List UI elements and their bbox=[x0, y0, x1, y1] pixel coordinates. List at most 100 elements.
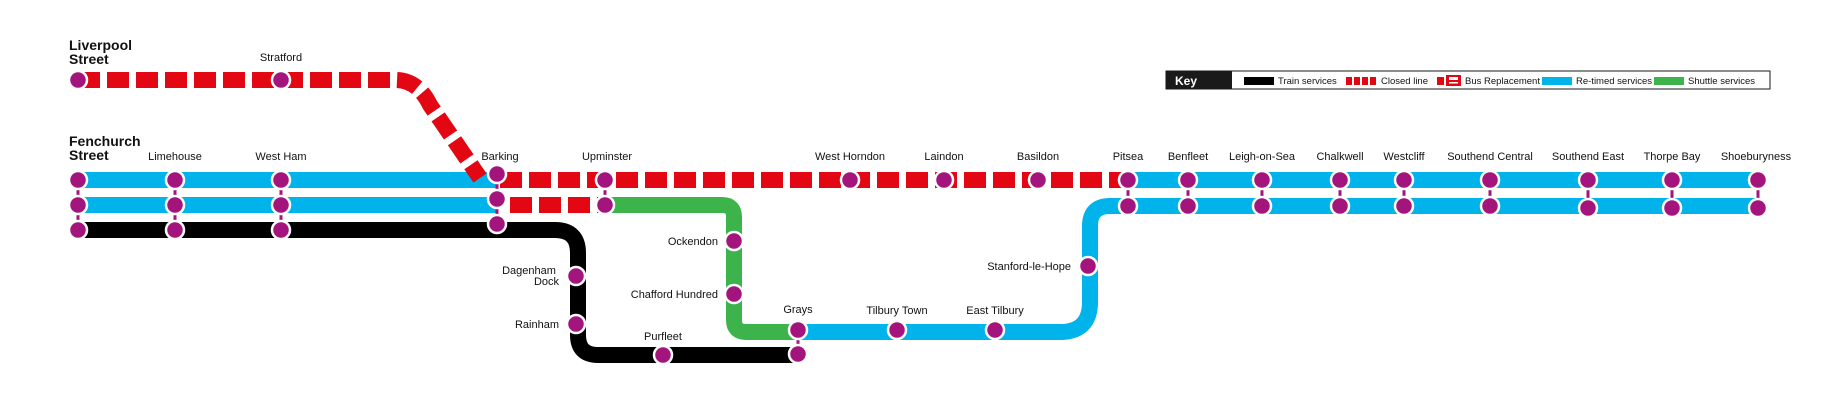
terminal-label-liverpool-line-1: Liverpool bbox=[69, 37, 132, 53]
station-dot-fenchurch-upper[interactable] bbox=[67, 169, 89, 191]
station-label-laindon: Laindon bbox=[924, 151, 963, 163]
terminal-label-fenchurch-street: Fenchurch Street bbox=[69, 133, 144, 163]
station-dot-upminster-lower[interactable] bbox=[594, 194, 616, 216]
shuttle-line-upminster-grays bbox=[605, 197, 798, 340]
station-dot-east-tilbury[interactable] bbox=[984, 319, 1006, 341]
terminal-label-liverpool-line-2: Street bbox=[69, 51, 109, 67]
station-dot-west-ham-mid[interactable] bbox=[270, 194, 292, 216]
station-dot-west-ham-upper[interactable] bbox=[270, 169, 292, 191]
station-dot-grays-upper[interactable] bbox=[787, 319, 809, 341]
station-label-shoeburyness: Shoeburyness bbox=[1721, 151, 1792, 163]
station-dot-leigh-on-sea-upper[interactable] bbox=[1251, 169, 1273, 191]
station-label-purfleet: Purfleet bbox=[644, 331, 682, 343]
station-label-stratford: Stratford bbox=[260, 52, 302, 64]
station-dot-shoeburyness-upper[interactable] bbox=[1747, 169, 1769, 191]
station-label-benfleet: Benfleet bbox=[1168, 151, 1208, 163]
station-dot-chalkwell-lower[interactable] bbox=[1329, 195, 1351, 217]
station-dot-grays-lower[interactable] bbox=[787, 343, 809, 365]
station-label-west-ham: West Ham bbox=[255, 151, 306, 163]
station-dot-benfleet-upper[interactable] bbox=[1177, 169, 1199, 191]
station-label-barking: Barking bbox=[481, 151, 518, 163]
retimed-line-grays-shoeburyness-lower bbox=[798, 198, 1760, 340]
station-dot-pitsea-upper[interactable] bbox=[1117, 169, 1139, 191]
station-dot-purfleet[interactable] bbox=[652, 344, 674, 366]
station-dot-ockendon[interactable] bbox=[723, 230, 745, 252]
station-dot-liverpool-street[interactable] bbox=[67, 69, 89, 91]
station-dot-barking-lower[interactable] bbox=[486, 213, 508, 235]
station-dot-west-ham-lower[interactable] bbox=[270, 219, 292, 241]
station-dot-fenchurch-mid[interactable] bbox=[67, 194, 89, 216]
station-label-southend-central: Southend Central bbox=[1447, 151, 1533, 163]
station-dot-west-horndon[interactable] bbox=[839, 169, 861, 191]
key-label-retimed: Re-timed services bbox=[1576, 76, 1652, 87]
station-dot-laindon[interactable] bbox=[933, 169, 955, 191]
station-label-east-tilbury: East Tilbury bbox=[966, 305, 1024, 317]
map-key: Key Train services Closed line Bus Repla… bbox=[1165, 70, 1771, 90]
key-label-closed: Closed line bbox=[1381, 76, 1428, 87]
key-label-bus: Bus Replacement bbox=[1465, 76, 1540, 87]
station-label-limehouse: Limehouse bbox=[148, 151, 202, 163]
terminal-label-fenchurch-line-1: Fenchurch bbox=[69, 133, 141, 149]
station-dot-stanford-le-hope[interactable] bbox=[1077, 255, 1099, 277]
station-dot-pitsea-lower[interactable] bbox=[1117, 195, 1139, 217]
station-dot-chafford-hundred[interactable] bbox=[723, 283, 745, 305]
station-label-thorpe-bay: Thorpe Bay bbox=[1644, 151, 1701, 163]
station-dot-thorpe-bay-lower[interactable] bbox=[1661, 197, 1683, 219]
station-dot-basildon[interactable] bbox=[1027, 169, 1049, 191]
station-dot-thorpe-bay-upper[interactable] bbox=[1661, 169, 1683, 191]
terminal-label-liverpool-street: Liverpool Street bbox=[69, 37, 136, 67]
station-label-chafford-hundred: Chafford Hundred bbox=[631, 289, 718, 301]
station-label-leigh-on-sea: Leigh-on-Sea bbox=[1229, 151, 1296, 163]
station-dot-tilbury-town[interactable] bbox=[886, 319, 908, 341]
station-dot-southend-central-upper[interactable] bbox=[1479, 169, 1501, 191]
station-label-stanford-le-hope: Stanford-le-Hope bbox=[987, 261, 1071, 273]
terminal-label-fenchurch-line-2: Street bbox=[69, 147, 109, 163]
key-header bbox=[1166, 71, 1232, 89]
station-dot-southend-central-lower[interactable] bbox=[1479, 195, 1501, 217]
key-label-train: Train services bbox=[1278, 76, 1337, 87]
station-label-grays: Grays bbox=[783, 304, 813, 316]
train-line-fenchurch-grays bbox=[78, 222, 798, 363]
key-label-shuttle: Shuttle services bbox=[1688, 76, 1755, 87]
station-dot-barking-mid[interactable] bbox=[486, 188, 508, 210]
station-label-ockendon: Ockendon bbox=[668, 236, 718, 248]
station-dot-fenchurch-lower[interactable] bbox=[67, 219, 89, 241]
station-label-dagenham-dock: Dagenham Dock bbox=[502, 265, 559, 288]
station-label-west-horndon: West Horndon bbox=[815, 151, 885, 163]
station-dot-limehouse-mid[interactable] bbox=[164, 194, 186, 216]
key-swatch-closed bbox=[1346, 77, 1376, 85]
station-dot-stratford[interactable] bbox=[270, 69, 292, 91]
station-dot-dagenham-dock[interactable] bbox=[565, 265, 587, 287]
station-label-dagenham-line-1: Dagenham bbox=[502, 265, 556, 277]
station-dot-chalkwell-upper[interactable] bbox=[1329, 169, 1351, 191]
station-label-westcliff: Westcliff bbox=[1383, 151, 1425, 163]
closed-line-liverpool-barking bbox=[78, 72, 487, 183]
station-dot-benfleet-lower[interactable] bbox=[1177, 195, 1199, 217]
station-dot-leigh-on-sea-lower[interactable] bbox=[1251, 195, 1273, 217]
station-dot-rainham[interactable] bbox=[565, 313, 587, 335]
station-markers bbox=[67, 69, 1769, 366]
station-dot-southend-east-lower[interactable] bbox=[1577, 197, 1599, 219]
key-swatch-retimed bbox=[1542, 77, 1572, 85]
station-label-chalkwell: Chalkwell bbox=[1316, 151, 1363, 163]
station-dot-limehouse-lower[interactable] bbox=[164, 219, 186, 241]
station-label-southend-east: Southend East bbox=[1552, 151, 1624, 163]
key-swatch-bus bbox=[1437, 75, 1461, 86]
station-dot-upminster-upper[interactable] bbox=[594, 169, 616, 191]
key-swatch-shuttle bbox=[1654, 77, 1684, 85]
station-label-tilbury-town: Tilbury Town bbox=[866, 305, 927, 317]
station-label-basildon: Basildon bbox=[1017, 151, 1059, 163]
station-dot-barking-upper[interactable] bbox=[486, 163, 508, 185]
station-label-dagenham-line-2: Dock bbox=[534, 276, 560, 288]
station-label-pitsea: Pitsea bbox=[1113, 151, 1144, 163]
station-dot-southend-east-upper[interactable] bbox=[1577, 169, 1599, 191]
station-dot-westcliff-upper[interactable] bbox=[1393, 169, 1415, 191]
station-dot-limehouse-upper[interactable] bbox=[164, 169, 186, 191]
key-swatch-train bbox=[1244, 77, 1274, 85]
station-label-rainham: Rainham bbox=[515, 319, 559, 331]
station-dot-shoeburyness-lower[interactable] bbox=[1747, 197, 1769, 219]
key-title: Key bbox=[1175, 74, 1197, 88]
station-label-upminster: Upminster bbox=[582, 151, 632, 163]
station-dot-westcliff-lower[interactable] bbox=[1393, 195, 1415, 217]
